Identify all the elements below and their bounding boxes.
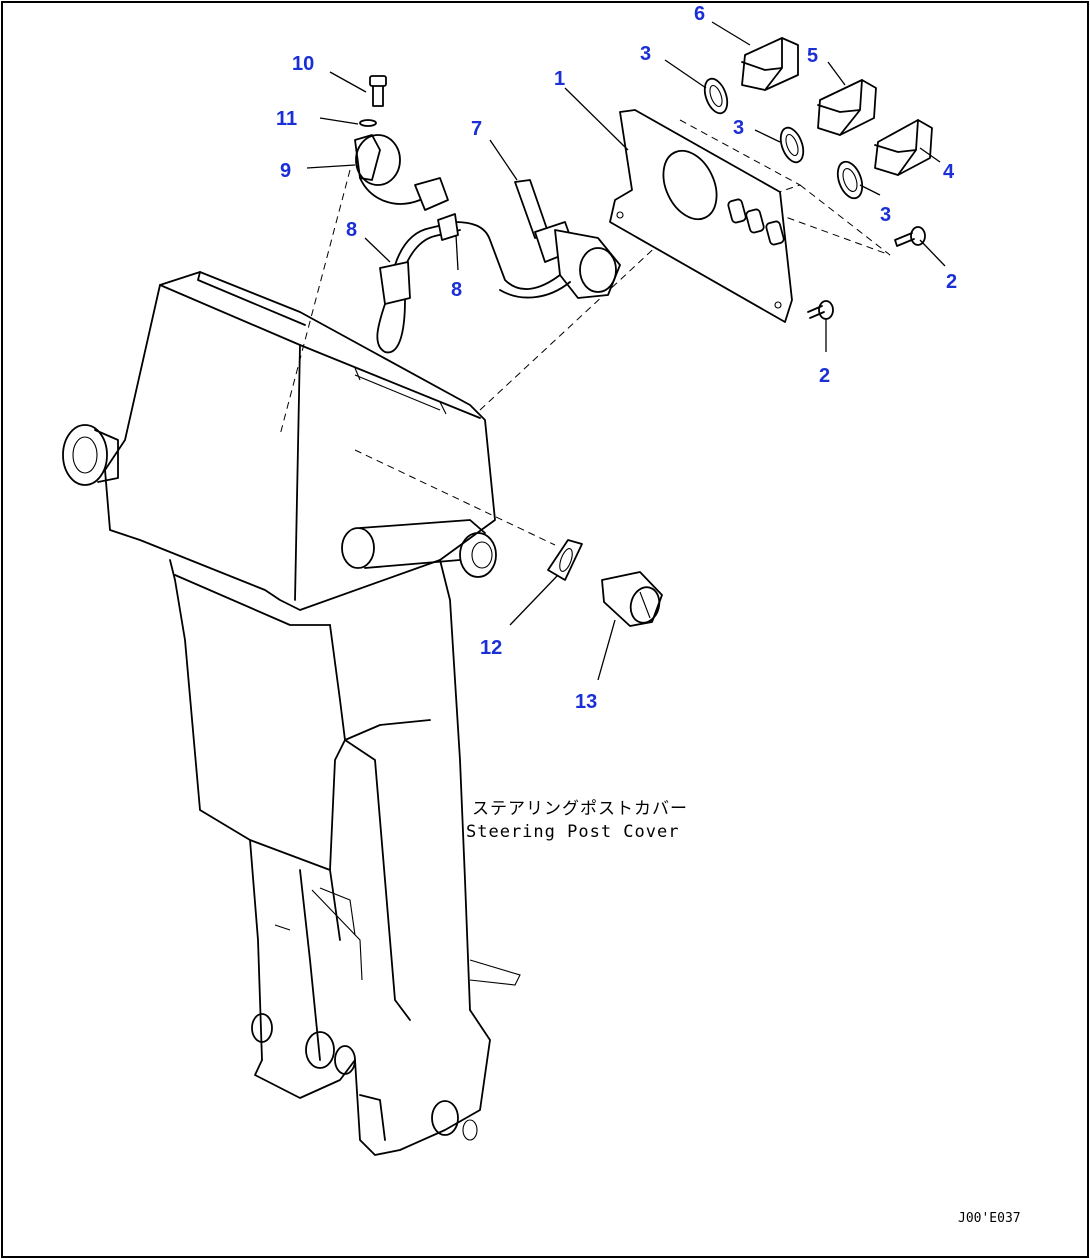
gasket-3-upper xyxy=(703,77,729,115)
switch-13 xyxy=(601,571,663,627)
gasket-3-middle xyxy=(779,126,805,164)
callout-9: 9 xyxy=(280,160,291,182)
screw-2-right xyxy=(894,226,926,247)
callout-3-right: 3 xyxy=(880,204,891,226)
steering-post-cover-body xyxy=(62,271,521,1156)
switch-panel xyxy=(609,109,793,323)
callout-8-right: 8 xyxy=(451,279,462,301)
callout-13: 13 xyxy=(575,691,597,713)
callout-5: 5 xyxy=(807,45,818,67)
toggle-switch-7 xyxy=(454,179,621,299)
leader-lines xyxy=(306,21,946,681)
gasket-12 xyxy=(547,539,583,581)
clamp-9 xyxy=(354,134,449,211)
callout-4: 4 xyxy=(943,161,955,183)
rocker-switch-4 xyxy=(874,119,933,176)
callout-10: 10 xyxy=(292,53,314,75)
callout-labels: 1 2 2 3 3 3 4 5 6 7 8 8 9 10 11 12 13 xyxy=(276,3,957,713)
wire-harness-8 xyxy=(376,213,461,354)
screw-2-lower xyxy=(807,300,834,320)
callout-11: 11 xyxy=(276,108,297,130)
caption: ステアリングポストカバー Steering Post Cover xyxy=(466,799,688,842)
callout-3-middle: 3 xyxy=(733,117,744,139)
callout-8-left: 8 xyxy=(346,219,357,241)
callout-1: 1 xyxy=(554,68,565,90)
callout-2-right: 2 xyxy=(946,271,957,293)
bolt-10 xyxy=(369,75,387,107)
gasket-3-right xyxy=(836,160,864,200)
drawing-code: J00'E037 xyxy=(958,1211,1021,1226)
rocker-switch-6 xyxy=(741,37,799,91)
callout-3-upper: 3 xyxy=(640,43,651,65)
rocker-switch-5 xyxy=(817,79,877,136)
callout-12: 12 xyxy=(480,637,502,659)
callout-7: 7 xyxy=(471,118,482,140)
callout-6: 6 xyxy=(694,3,705,25)
caption-english: Steering Post Cover xyxy=(466,822,679,842)
caption-japanese: ステアリングポストカバー xyxy=(472,799,688,819)
washer-11 xyxy=(359,119,377,127)
assembly-guide-lines xyxy=(279,119,891,546)
callout-2-lower: 2 xyxy=(819,365,830,387)
